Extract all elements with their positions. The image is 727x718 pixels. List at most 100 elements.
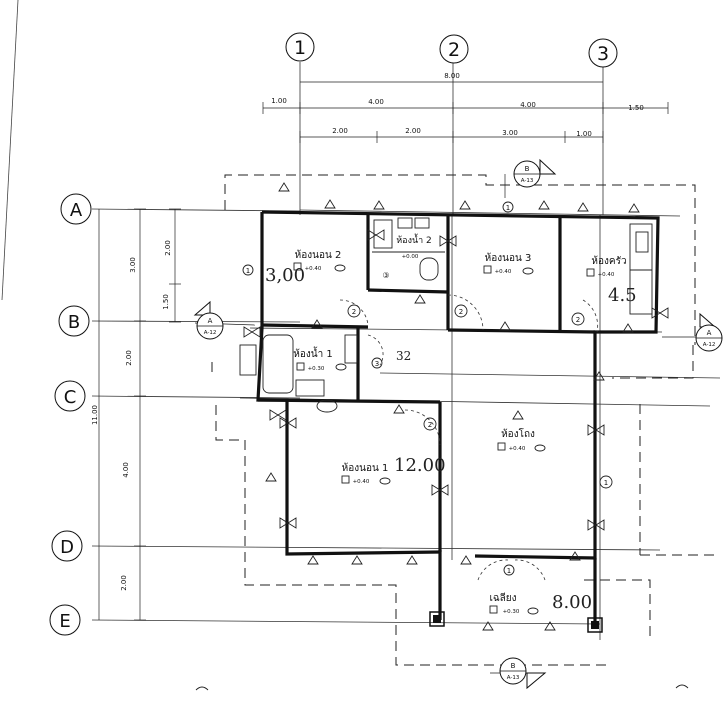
dim-top-3: 4.00 — [520, 101, 536, 109]
room-label-kitchen: ห้องครัว +0.40 — [586, 255, 627, 278]
dim-top-6: 2.00 — [405, 127, 421, 135]
room-name-kitchen: ห้องครัว — [591, 255, 626, 267]
column-markers — [243, 229, 669, 531]
column-label-2: 2 — [448, 39, 460, 61]
svg-text:1: 1 — [506, 204, 510, 212]
dim-top-total: 8.00 — [444, 72, 460, 80]
window-markers — [265, 182, 640, 631]
dim-top-5: 2.00 — [332, 127, 348, 135]
dim-left-4: 2.00 — [120, 575, 128, 591]
door-tags: 1 1 2 2 2 2 3 1 1 — [242, 201, 613, 576]
dim-left-total: 11.00 — [91, 405, 99, 425]
room-label-hall: ห้องโถง +0.40 — [497, 427, 546, 452]
dim-top-4: 1.50 — [628, 104, 644, 112]
column-grid-lines — [299, 62, 604, 215]
kitchen-fixtures — [629, 223, 653, 315]
row-label-d: D — [60, 537, 74, 558]
top-dimensions: 8.00 1.00 4.00 4.00 1.50 2.00 2.00 3.00 … — [262, 72, 669, 143]
room-tag-porch: +0.30 — [503, 609, 520, 615]
dim-left-1: 3.00 — [129, 257, 137, 273]
section-marker-top: B A-13 — [504, 158, 557, 198]
section-marker-left: A A-12 — [193, 300, 256, 340]
room-tag-hall: +0.40 — [509, 446, 526, 452]
row-bubble-b: B — [58, 305, 90, 337]
row-bubble-e: E — [49, 604, 81, 636]
room-label-bedroom-3: ห้องนอน 3 +0.40 — [483, 252, 534, 275]
row-label-b: B — [68, 312, 80, 333]
column-bubble-1: 1 — [285, 32, 315, 62]
room-label-porch: เฉลียง +0.30 — [489, 592, 539, 615]
room-tag-bedroom-2: +0.40 — [305, 266, 322, 272]
svg-text:1: 1 — [246, 267, 250, 275]
room-label-bathroom-1: ห้องน้ำ 1 +0.30 — [293, 346, 347, 372]
room-tag-bedroom-1: +0.40 — [353, 479, 370, 485]
row-bubble-a: A — [60, 193, 92, 225]
bottom-scribble-left — [195, 686, 209, 691]
room-name-bathroom-1: ห้องน้ำ 1 — [293, 346, 332, 360]
svg-text:2: 2 — [459, 308, 463, 316]
svg-text:1: 1 — [507, 567, 511, 575]
section-bottom-letter: B — [511, 662, 516, 670]
room-label-bedroom-2: ห้องนอน 2 +0.40 — [293, 249, 346, 272]
room-label-bedroom-1: ห้องนอน 1 +0.40 — [341, 462, 391, 485]
svg-text:3: 3 — [375, 360, 379, 368]
column-label-1: 1 — [294, 37, 306, 59]
section-bottom-sheet: A-13 — [507, 675, 520, 681]
dim-top-2: 4.00 — [368, 98, 384, 106]
svg-text:2: 2 — [428, 421, 432, 429]
section-marker-bottom: B A-13 — [490, 657, 547, 690]
svg-text:1: 1 — [604, 479, 608, 487]
handwritten-bedroom2: 3,00 — [265, 265, 305, 286]
room-name-hall: ห้องโถง — [501, 427, 535, 440]
porch-posts — [429, 611, 603, 633]
room-label-bathroom-2: ห้องน้ำ 2 +0.00 — [396, 233, 432, 260]
room-name-bathroom-2: ห้องน้ำ 2 — [396, 233, 432, 246]
row-label-a: A — [70, 200, 83, 221]
door-swings — [339, 294, 598, 581]
column-bubble-2: 2 — [439, 34, 469, 64]
section-left-sheet: A-12 — [204, 330, 217, 336]
room-name-bedroom-1: ห้องนอน 1 — [342, 462, 389, 474]
room-tag-bedroom-3: +0.40 — [495, 269, 512, 275]
room-name-porch: เฉลียง — [489, 592, 516, 604]
bottom-scribble-right — [675, 684, 689, 689]
section-top-letter: B — [525, 165, 530, 173]
section-marker-right: A A-12 — [662, 312, 723, 352]
room-tag-bathroom-1: +0.30 — [308, 366, 325, 372]
room-tag-kitchen: +0.40 — [598, 272, 615, 278]
row-bubble-c: C — [54, 380, 86, 412]
section-right-letter: A — [707, 329, 712, 337]
bathroom-2-fixtures: ③ — [372, 217, 445, 281]
dim-left-2: 2.00 — [125, 350, 133, 366]
section-right-sheet: A-12 — [703, 342, 716, 348]
row-label-e: E — [59, 611, 70, 632]
column-bubble-3: 3 — [588, 38, 618, 68]
svg-text:2: 2 — [576, 316, 580, 324]
dim-left-3: 4.00 — [122, 462, 130, 478]
dim-top-7: 3.00 — [502, 129, 518, 137]
page-edge-line — [1, 0, 19, 301]
bathroom-1-fixtures — [239, 334, 358, 413]
handwritten-kitchen: 4.5 — [608, 285, 637, 306]
dim-top-1: 1.00 — [271, 97, 287, 105]
row-label-c: C — [64, 387, 77, 408]
construction-lines — [239, 209, 721, 640]
row-grid-lines — [91, 208, 661, 625]
room-name-bedroom-2: ห้องนอน 2 — [295, 249, 342, 261]
handwritten-bedroom1: 12.00 — [394, 455, 446, 476]
left-dimensions: 11.00 3.00 2.00 4.00 2.00 2.00 1.50 — [91, 208, 181, 621]
column-label-3: 3 — [597, 43, 609, 65]
svg-text:2: 2 — [352, 308, 356, 316]
dim-top-8: 1.00 — [576, 130, 592, 138]
dim-left-6: 1.50 — [162, 294, 170, 310]
section-left-letter: A — [208, 317, 213, 325]
handwritten-hall-note: 32 — [396, 349, 411, 363]
bath2-door-tag: ③ — [382, 271, 389, 280]
room-name-bedroom-3: ห้องนอน 3 — [485, 252, 532, 264]
dim-left-5: 2.00 — [164, 240, 172, 256]
handwritten-porch: 8.00 — [552, 592, 592, 613]
row-bubble-d: D — [51, 530, 83, 562]
section-top-sheet: A-13 — [521, 178, 534, 184]
room-tag-bathroom-2: +0.00 — [402, 254, 419, 260]
